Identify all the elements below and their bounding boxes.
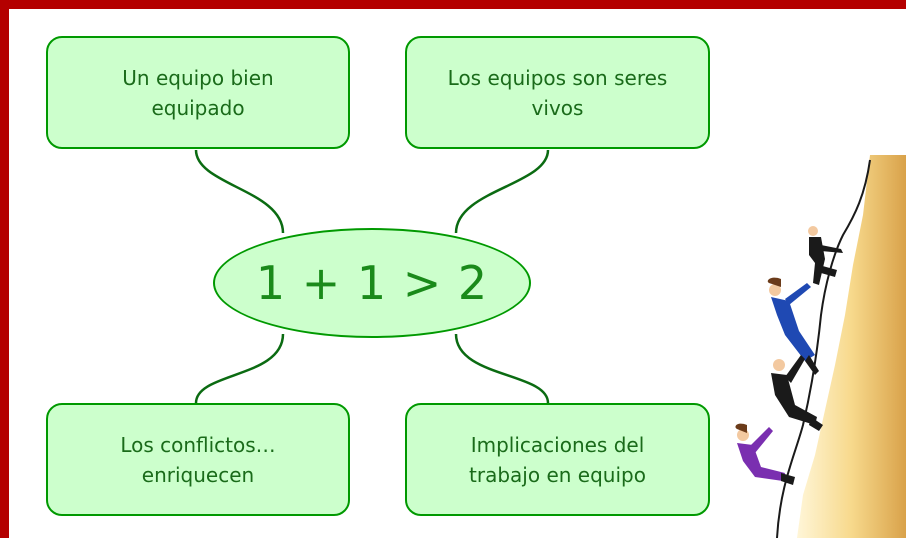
connector-top-right xyxy=(454,149,550,234)
frame-top-border xyxy=(0,0,906,9)
node-label: Un equipo bien equipado xyxy=(122,65,274,120)
connector-bottom-right xyxy=(454,333,550,404)
node-label: Implicaciones del trabajo en equipo xyxy=(469,432,646,487)
frame-left-border xyxy=(0,0,9,538)
rock-climbing-team-icon xyxy=(735,155,906,538)
node-equipos-seres-vivos: Los equipos son seres vivos xyxy=(405,36,710,149)
node-implicaciones-trabajo: Implicaciones del trabajo en equipo xyxy=(405,403,710,516)
center-node: 1 + 1 > 2 xyxy=(213,228,531,338)
node-conflictos-enriquecen: Los conflictos… enriquecen xyxy=(46,403,350,516)
node-equipo-bien-equipado: Un equipo bien equipado xyxy=(46,36,350,149)
connector-bottom-left xyxy=(194,333,285,404)
node-label: Los equipos son seres vivos xyxy=(447,65,668,120)
center-label: 1 + 1 > 2 xyxy=(255,256,489,310)
connector-top-left xyxy=(194,149,285,234)
node-label: Los conflictos… enriquecen xyxy=(120,432,276,487)
